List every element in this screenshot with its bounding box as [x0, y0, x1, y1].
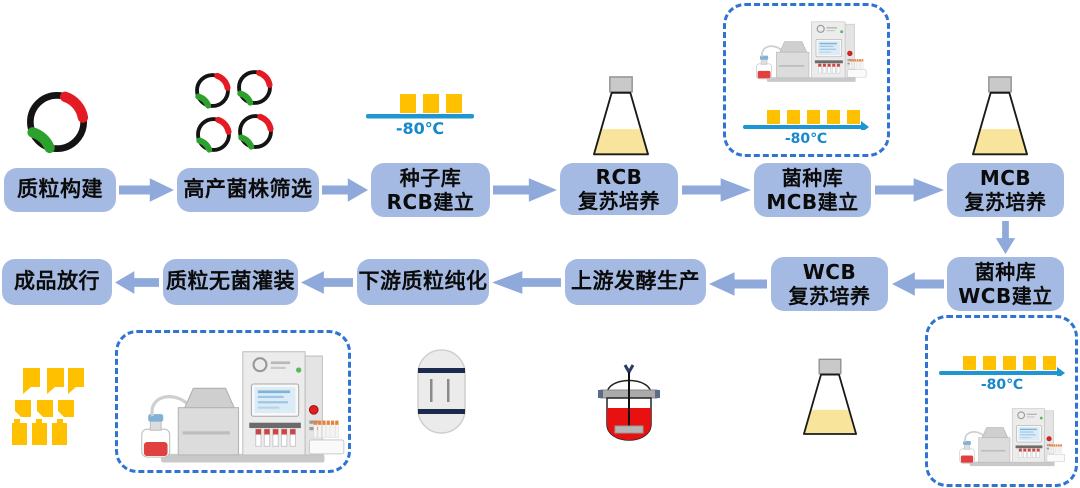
node-strain-screening: 高产菌株筛选 [177, 168, 319, 212]
flask-icon-rcb [593, 76, 649, 156]
freezer-minus80-icon: -80℃ [366, 94, 474, 137]
flow-arrow-down [995, 221, 1016, 254]
node-label: 种子库 [399, 165, 462, 190]
node-sterile-filling: 质粒无菌灌装 [163, 259, 298, 305]
node-label: 成品放行 [14, 269, 100, 294]
flow-arrow [709, 272, 767, 296]
node-label: 质粒无菌灌装 [166, 269, 295, 294]
wcb-bank-equipment-box: -80℃ [925, 315, 1078, 487]
filling-machine-icon [140, 350, 346, 465]
node-plasmid-construction: 质粒构建 [4, 168, 116, 212]
bioreactor-icon [598, 364, 660, 441]
cell-banking-machine-icon [755, 20, 868, 83]
mcb-bank-equipment-box: -80℃ [723, 3, 890, 157]
freezer-temp-label: -80℃ [395, 119, 445, 138]
filling-equipment-box [115, 330, 351, 473]
node-wcb-culture: WCB 复苏培养 [771, 257, 888, 311]
flow-arrow [875, 178, 944, 202]
node-wcb-bank: 菌种库 WCB建立 [947, 257, 1064, 311]
node-label: 高产菌株筛选 [183, 177, 313, 202]
node-label: 下游质粒纯化 [358, 269, 488, 294]
freezer-minus80-icon: -80℃ [743, 110, 869, 146]
node-rcb-culture: RCB 复苏培养 [560, 163, 678, 215]
plasmid-group-icon [190, 66, 278, 158]
node-label: 上游发酵生产 [571, 269, 700, 294]
node-mcb-culture: MCB 复苏培养 [947, 163, 1064, 217]
flow-arrow [492, 271, 561, 294]
flow-arrow [322, 178, 368, 202]
flow-arrow [682, 178, 751, 202]
node-product-release: 成品放行 [2, 259, 112, 305]
freezer-minus80-icon: -80℃ [939, 356, 1065, 392]
freezer-temp-label: -80℃ [980, 377, 1024, 393]
node-label: WCB [802, 259, 857, 284]
chromatography-column-icon [417, 349, 466, 434]
node-downstream-purification: 下游质粒纯化 [357, 259, 489, 305]
flow-arrow [493, 178, 557, 202]
flow-arrow [115, 271, 159, 294]
node-label: 菌种库 [974, 259, 1037, 284]
freezer-temp-label: -80℃ [784, 131, 828, 147]
node-label: RCB [595, 164, 643, 189]
flow-arrow [892, 272, 944, 296]
node-mcb-bank: 菌种库 MCB建立 [754, 163, 871, 217]
node-upstream-fermentation: 上游发酵生产 [565, 259, 706, 305]
product-bands-icon [12, 368, 84, 445]
node-label: 菌种库 [781, 165, 844, 190]
flask-icon-mcb [972, 76, 1028, 156]
cell-banking-machine-icon [958, 407, 1066, 467]
node-label: MCB [979, 165, 1032, 190]
flow-arrow [119, 178, 174, 202]
node-label: 质粒构建 [17, 177, 103, 202]
flow-arrow [301, 271, 353, 294]
flask-icon-wcb [803, 358, 857, 435]
plasmid-icon [20, 84, 94, 160]
node-seed-bank-rcb: 种子库 RCB建立 [371, 163, 490, 217]
